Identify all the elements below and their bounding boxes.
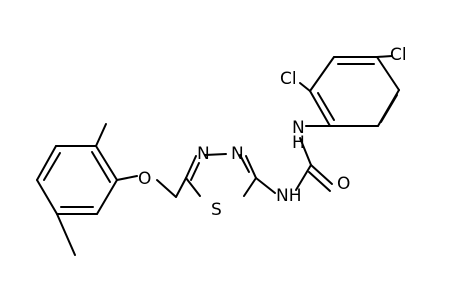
bond [295,164,312,191]
dichlorophenyl-ring [299,55,400,127]
bond [309,90,331,127]
bond [156,179,177,198]
bond [299,82,311,92]
urea-hydrogen-top-label: H [292,133,305,153]
chlorine-ortho-label: Cl [280,69,297,89]
thiadiazole-ring [185,153,276,197]
bond [185,155,197,179]
bond [239,154,250,173]
bond [56,213,76,256]
bond [308,171,331,192]
bond [309,56,335,92]
bond [43,152,61,181]
bond [185,177,201,197]
bond [376,56,400,91]
dimethylphenyl-ring [36,123,118,256]
bond [175,177,187,198]
bond [255,177,276,194]
bond [95,123,107,147]
bond [190,162,200,181]
bond [36,145,57,181]
bond [245,155,257,179]
ring-nitrogen-right-label: N [231,144,244,164]
methyleneoxy-linker [116,175,187,198]
urea-nitrogen-bottom-label: NH [276,186,302,206]
bond [310,164,333,185]
ring-nitrogen-left-label: N [197,144,210,164]
ether-oxygen-label: O [138,169,151,189]
urea-nitrogen-top-label: N [292,118,305,138]
bond [91,151,111,183]
bond [116,175,138,181]
bond [243,177,257,197]
bond [36,179,58,215]
bond [96,179,118,215]
ring-sulfur-label: S [211,200,222,220]
bond [204,153,227,156]
atom-labels: Cl Cl N H O NH N N S O [138,45,407,220]
carbonyl-oxygen-label: O [337,174,350,194]
bond [299,137,312,166]
bond [380,94,398,123]
bond [95,145,118,181]
bond [317,92,335,121]
bond [376,55,393,58]
urea-group [295,125,333,192]
chlorine-top-label: Cl [390,45,407,65]
